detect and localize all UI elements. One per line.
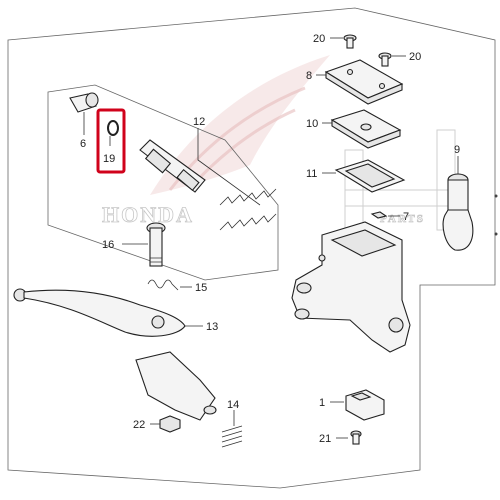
label-20b: 20 [409,51,421,63]
label-7: 7 [403,211,409,223]
watermark-brand: HONDA [102,202,194,227]
label-14: 14 [227,399,239,411]
label-22: 22 [133,419,145,431]
label-8: 8 [306,70,312,82]
label-9: 9 [454,144,460,156]
label-20a: 20 [313,33,325,45]
label-19: 19 [103,153,115,165]
label-1: 1 [319,397,325,409]
part-1-brake-switch[interactable] [345,389,385,421]
part-22-nut[interactable] [135,351,217,433]
part-14-switch-spring[interactable] [221,425,243,448]
label-10: 10 [306,118,318,130]
piston-spring [219,188,277,231]
label-16: 16 [102,239,114,251]
part-21-screw[interactable] [350,430,362,445]
label-12: 12 [193,116,205,128]
part-20b-screw[interactable] [378,52,392,67]
part-12-piston-set[interactable] [139,139,277,231]
part-8-reservoir-cap[interactable] [324,59,404,105]
highlight-box [96,108,126,174]
part-9-fitting[interactable] [442,173,474,251]
edge-dot-2 [494,232,498,236]
label-21: 21 [319,433,331,445]
part-15-spring[interactable] [147,279,179,291]
label-13: 13 [206,321,218,333]
part-20a-screw[interactable] [343,34,357,49]
label-11: 11 [306,168,317,180]
edge-dot-1 [494,194,498,198]
part-11-diaphragm[interactable] [334,159,406,193]
part-13-brake-lever[interactable] [13,288,186,337]
part-16-pivot-bolt[interactable] [146,222,166,267]
part-10-plate[interactable] [330,109,402,149]
part-19-circlip[interactable] [107,120,119,136]
inner-bracket-frame [47,84,279,281]
outer-frame [7,7,496,489]
label-15: 15 [195,282,207,294]
part-7-screw[interactable] [370,211,388,219]
part-6-cap[interactable] [69,92,99,113]
label-6: 6 [80,138,86,150]
master-cylinder-body[interactable] [291,221,411,353]
